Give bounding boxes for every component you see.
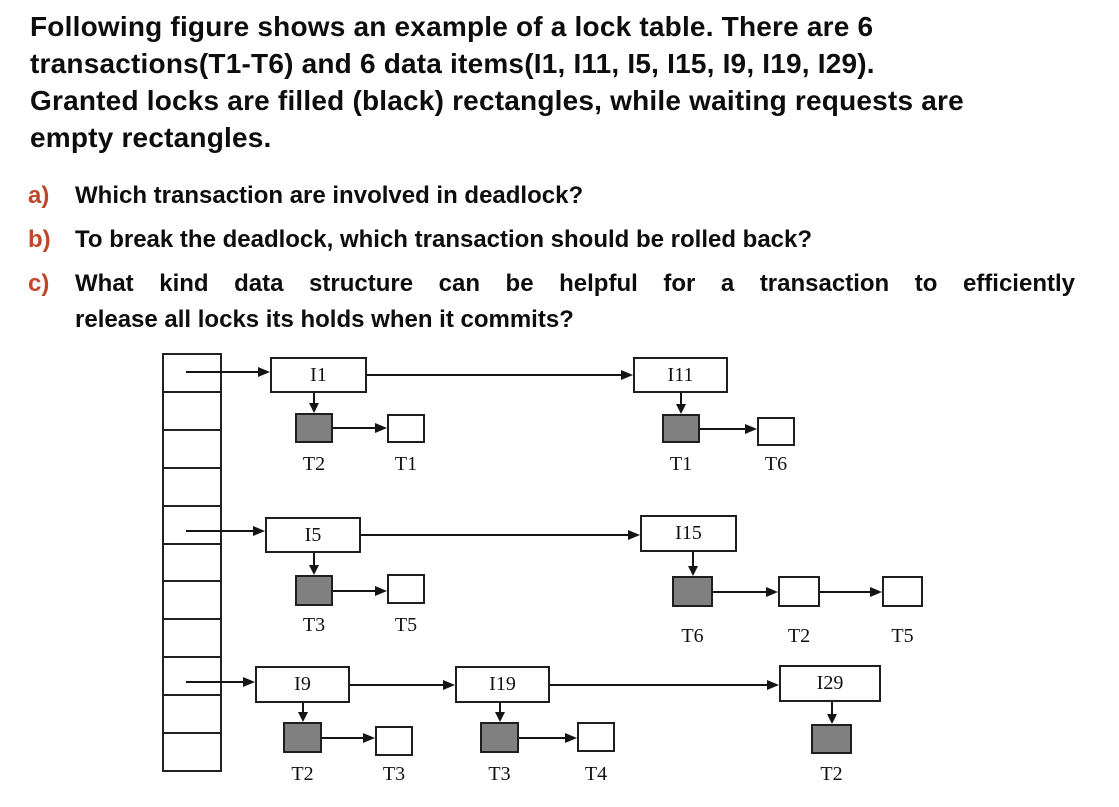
transaction-label: T6 <box>764 453 788 475</box>
granted-lock-box <box>662 414 700 443</box>
problem-statement-line: Following figure shows an example of a l… <box>30 11 874 42</box>
data-item-box: I11 <box>633 357 728 393</box>
bucket-pointer-arrow <box>186 367 270 377</box>
hash-table-cell <box>164 656 220 694</box>
bucket-pointer-arrow <box>186 677 255 687</box>
transaction-label: T6 <box>681 625 704 647</box>
question-a-marker: a) <box>28 182 50 209</box>
hash-table-cell <box>164 428 220 467</box>
item-lock-arrow <box>688 552 698 576</box>
question-a: a) Which transaction are involved in dea… <box>28 178 1078 214</box>
lock-link-arrow <box>333 586 387 596</box>
granted-lock-box <box>295 575 333 606</box>
hash-table-cell <box>164 580 220 618</box>
question-c-text-line: What kind data structure can be helpful … <box>75 270 1075 297</box>
transaction-label: T2 <box>820 763 843 785</box>
waiting-lock-box <box>882 576 923 607</box>
waiting-lock-box <box>375 726 413 756</box>
question-b: b) To break the deadlock, which transact… <box>28 222 1078 258</box>
item-lock-arrow <box>495 703 505 722</box>
hash-table-cell <box>164 542 220 581</box>
transaction-label: T3 <box>302 614 326 636</box>
waiting-lock-box <box>778 576 820 607</box>
question-c: c) What kind data structure can be helpf… <box>28 266 1078 338</box>
granted-lock-box <box>480 722 519 753</box>
question-a-text: Which transaction are involved in deadlo… <box>75 182 584 209</box>
lock-link-arrow <box>322 733 375 743</box>
transaction-label: T2 <box>787 625 811 647</box>
hash-table <box>162 353 222 772</box>
problem-statement-line: empty rectangles. <box>30 122 272 153</box>
lock-link-arrow <box>700 424 757 434</box>
item-lock-arrow <box>309 393 319 413</box>
data-item-box: I15 <box>640 515 737 552</box>
item-lock-arrow <box>827 702 837 724</box>
question-c-marker: c) <box>28 270 50 297</box>
hash-table-cell <box>164 732 220 770</box>
transaction-label: T2 <box>302 453 326 475</box>
hash-table-cell <box>164 390 220 429</box>
hash-table-cell <box>164 694 220 732</box>
question-b-text: To break the deadlock, which transaction… <box>75 226 813 253</box>
transaction-label: T3 <box>488 763 511 785</box>
waiting-lock-box <box>757 417 795 446</box>
lock-link-arrow <box>820 587 882 597</box>
item-lock-arrow <box>676 393 686 414</box>
granted-lock-box <box>283 722 322 753</box>
waiting-lock-box <box>577 722 615 752</box>
bucket-pointer-arrow <box>186 526 265 536</box>
lock-link-arrow <box>333 423 387 433</box>
data-item-box: I29 <box>779 665 881 702</box>
lock-link-arrow <box>713 587 778 597</box>
data-item-box: I5 <box>265 517 361 553</box>
transaction-label: T3 <box>382 763 406 785</box>
transaction-label: T1 <box>669 453 693 475</box>
item-link-arrow <box>350 680 455 690</box>
transaction-label: T5 <box>891 625 914 647</box>
problem-statement: Following figure shows an example of a l… <box>30 8 1100 156</box>
hash-table-cell <box>164 504 220 543</box>
data-item-box: I9 <box>255 666 350 703</box>
hash-table-cell <box>164 466 220 505</box>
granted-lock-box <box>811 724 852 754</box>
data-item-box: I1 <box>270 357 367 393</box>
waiting-lock-box <box>387 574 425 604</box>
question-b-marker: b) <box>28 226 51 253</box>
transaction-label: T1 <box>394 453 418 475</box>
granted-lock-box <box>295 413 333 443</box>
data-item-box: I19 <box>455 666 550 703</box>
transaction-label: T2 <box>291 763 314 785</box>
item-link-arrow <box>367 370 633 380</box>
hash-table-cell <box>164 618 220 656</box>
item-lock-arrow <box>309 553 319 575</box>
waiting-lock-box <box>387 414 425 443</box>
problem-statement-line: Granted locks are filled (black) rectang… <box>30 85 964 116</box>
question-c-text-line: release all locks its holds when it comm… <box>75 306 574 333</box>
item-lock-arrow <box>298 703 308 722</box>
lock-link-arrow <box>519 733 577 743</box>
item-link-arrow <box>361 530 640 540</box>
item-link-arrow <box>550 680 779 690</box>
granted-lock-box <box>672 576 713 607</box>
problem-statement-line: transactions(T1-T6) and 6 data items(I1,… <box>30 48 875 79</box>
transaction-label: T4 <box>584 763 608 785</box>
transaction-label: T5 <box>394 614 418 636</box>
